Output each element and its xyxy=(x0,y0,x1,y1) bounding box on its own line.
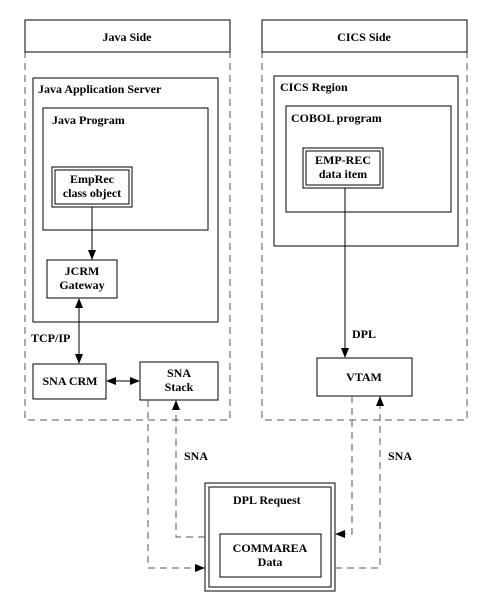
commarea-label-line2: Data xyxy=(258,555,283,569)
sna-stack-to-dpl-request-path xyxy=(147,400,197,569)
sna-stack-label-line1: SNA xyxy=(167,366,191,380)
commarea-data-box xyxy=(219,533,322,578)
emp-rec-label-line2: data item xyxy=(319,167,367,181)
java-side-header xyxy=(24,19,231,53)
emprec-class-object-inner xyxy=(54,169,130,205)
dpl-request-arrowhead-left xyxy=(195,564,205,572)
java-app-server-label: Java Application Server xyxy=(38,82,162,96)
emp-rec-data-item-box xyxy=(302,147,384,189)
dpl-request-inner-box xyxy=(208,486,332,588)
java-side-title: Java Side xyxy=(102,30,152,44)
vtam-arrowhead-up xyxy=(376,396,384,406)
sna-stack-label-line2: Stack xyxy=(165,380,194,394)
emprec-class-object-box xyxy=(51,166,133,208)
sna-stack-box xyxy=(139,361,219,401)
jcrm-arrowhead-up xyxy=(75,298,83,308)
cobol-program-label: COBOL program xyxy=(291,111,382,125)
vtam-to-commarea-path xyxy=(343,396,353,535)
java-program-label: Java Program xyxy=(52,113,125,127)
sna-crm-label: SNA CRM xyxy=(42,374,97,388)
jcrm-label-line1: JCRM xyxy=(65,264,100,278)
vtam-label: VTAM xyxy=(346,370,382,384)
dpl-request-outer-box xyxy=(204,482,336,592)
cics-region-label: CICS Region xyxy=(280,80,348,94)
cics-side-header xyxy=(261,19,468,53)
emprec-label-line2: class object xyxy=(63,186,121,200)
sna-right-label: SNA xyxy=(388,449,412,463)
vtam-box xyxy=(316,357,413,397)
dpl-request-to-vtam-path xyxy=(335,404,381,569)
sna-crm-arrowhead-left xyxy=(106,377,116,385)
jcrm-gateway-box xyxy=(46,259,118,299)
emp-rec-data-item-inner xyxy=(305,150,381,186)
sna-left-label: SNA xyxy=(184,449,208,463)
emprec-label-line1: EmpRec xyxy=(70,172,115,186)
dpl-request-to-sna-stack-path xyxy=(175,408,205,538)
sna-crm-box xyxy=(32,363,107,400)
sna-stack-arrowhead-up xyxy=(172,400,180,410)
dpl-request-title: DPL Request xyxy=(233,493,301,507)
jcrm-label-line2: Gateway xyxy=(59,278,104,292)
emp-rec-label-line1: EMP-REC xyxy=(315,153,371,167)
tcpip-label: TCP/IP xyxy=(31,331,70,345)
cics-side-title: CICS Side xyxy=(337,30,391,44)
dpl-label: DPL xyxy=(352,327,376,341)
sna-stack-arrowhead-right xyxy=(130,377,140,385)
commarea-label-line1: COMMAREA xyxy=(233,541,308,555)
vtam-arrowhead xyxy=(341,348,349,358)
sna-crm-arrowhead-down xyxy=(75,354,83,364)
commarea-arrowhead xyxy=(335,530,345,538)
emprec-to-jcrm-arrowhead xyxy=(88,250,96,260)
